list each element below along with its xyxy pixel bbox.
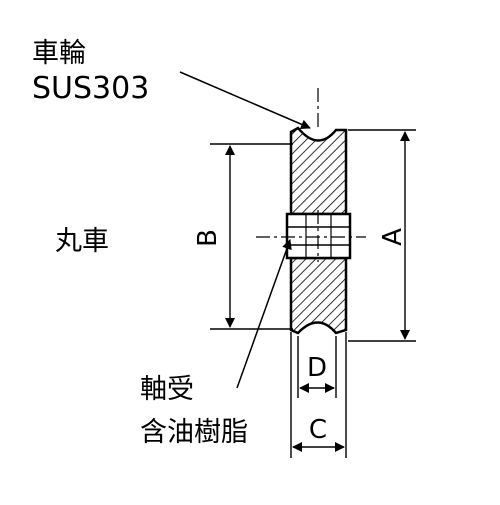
wheel-label-line2: SUS303 — [32, 71, 149, 106]
wheel-lower-section — [289, 256, 348, 335]
dimension-b — [210, 143, 293, 330]
bearing-leader-line — [236, 239, 292, 389]
center-lines — [256, 88, 366, 262]
dimension-c — [290, 332, 347, 458]
dimension-c-label: C — [309, 415, 327, 445]
wheel-upper-section — [289, 126, 348, 216]
dimension-d — [297, 336, 337, 398]
dimension-b-label: B — [193, 229, 223, 247]
wheel-label-line1: 車輪 — [32, 38, 86, 69]
type-label: 丸車 — [55, 226, 109, 257]
wheel-leader-line — [179, 71, 311, 130]
dimension-d-label: D — [307, 353, 327, 383]
bearing-label-line2: 含油樹脂 — [140, 417, 248, 448]
bearing-label-line1: 軸受 — [140, 374, 194, 405]
dimension-a-label: A — [378, 228, 408, 246]
dimension-a — [348, 129, 416, 342]
